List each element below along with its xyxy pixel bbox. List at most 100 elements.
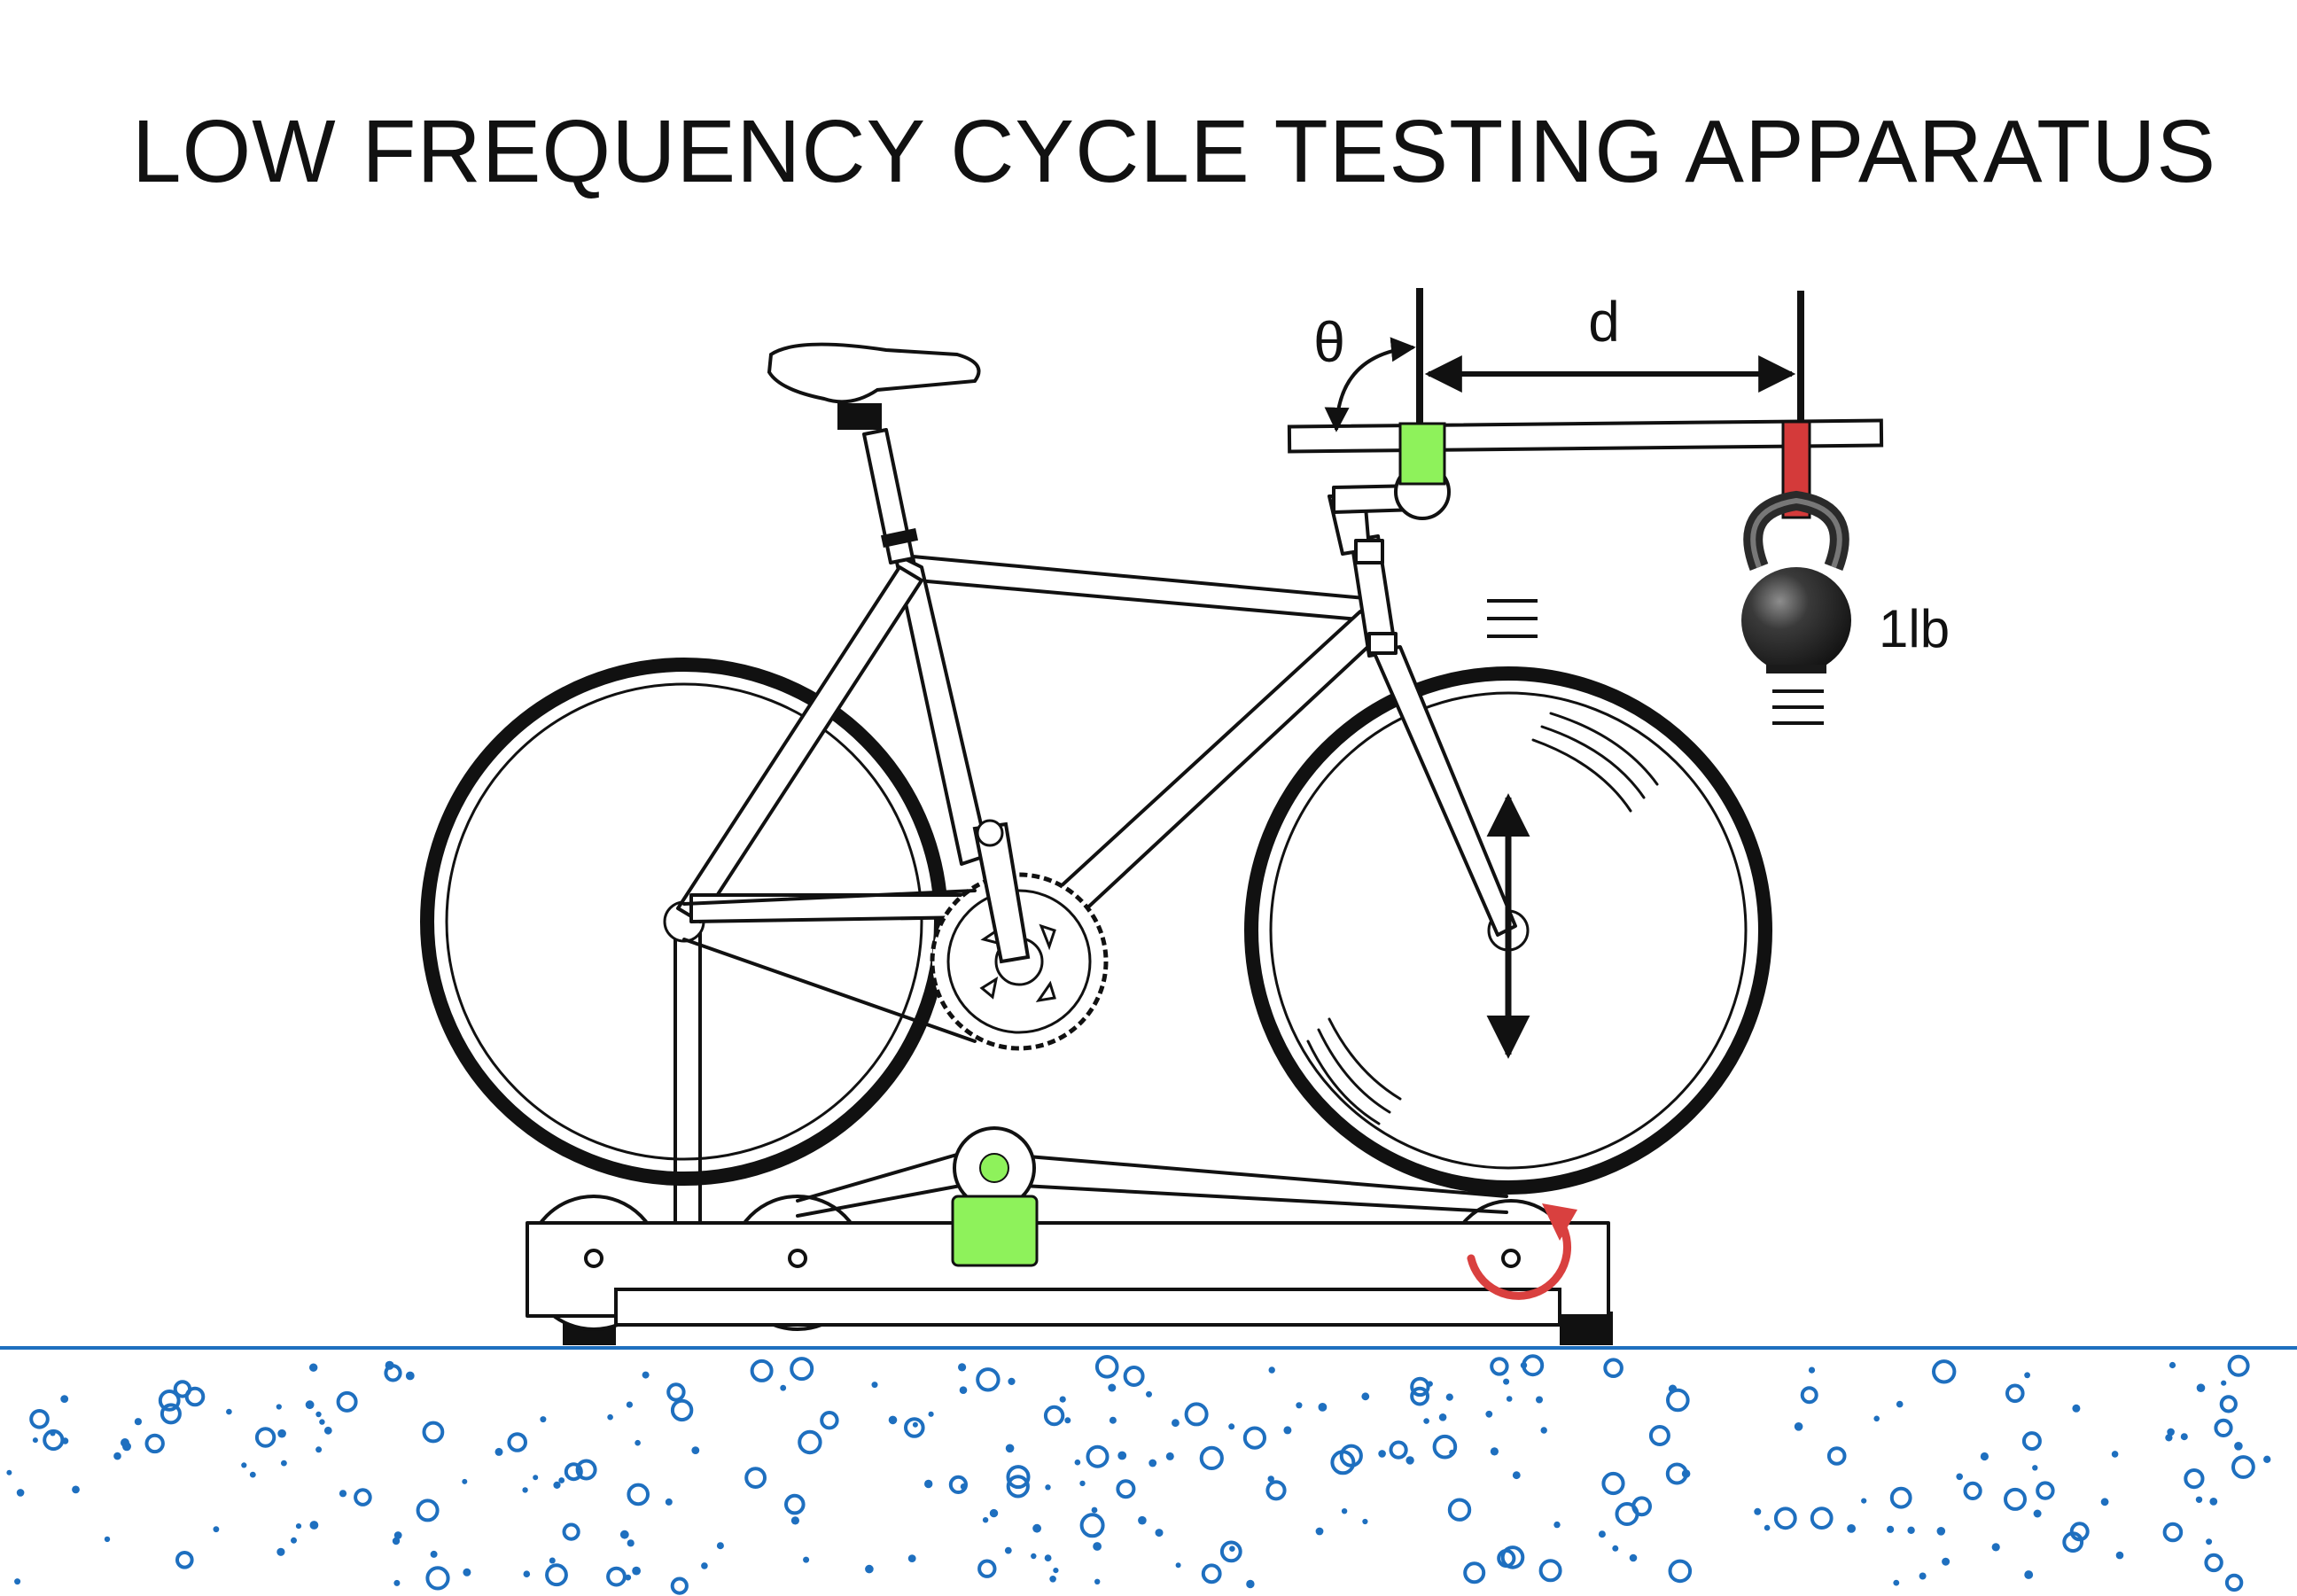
floor-dot [494, 1447, 503, 1456]
floor-ring [175, 1551, 194, 1569]
floor-dot [213, 1526, 220, 1533]
floor-dot [1794, 1422, 1803, 1431]
floor-dot [134, 1418, 142, 1426]
floor-ring [904, 1417, 925, 1438]
floor-ring [1603, 1358, 1623, 1378]
bicycle [420, 342, 1772, 1195]
floor-ring [606, 1566, 627, 1587]
floor-ring [2219, 1395, 2238, 1413]
floor-dot [1980, 1452, 1989, 1461]
floor-dot [1059, 1396, 1066, 1403]
floor-dot [1681, 1469, 1691, 1478]
floor-ring [1123, 1366, 1145, 1387]
floor-ring [1006, 1465, 1031, 1490]
floor-ring [562, 1522, 580, 1541]
floor-dot [691, 1446, 700, 1454]
floor-ring [1201, 1563, 1222, 1584]
floor-dot [1598, 1530, 1606, 1538]
floor-ring [670, 1577, 689, 1595]
floor-dot [1138, 1515, 1147, 1525]
floor-dot [982, 1517, 989, 1523]
floor-ring [1773, 1506, 1797, 1530]
floor-ring [1199, 1445, 1224, 1471]
floor-dot [1956, 1473, 1963, 1481]
floor-ring [173, 1380, 192, 1398]
floor-dot [928, 1411, 934, 1417]
floor-dot [1896, 1400, 1904, 1408]
floor-dot [2169, 1361, 2176, 1369]
floor-dot [627, 1539, 635, 1547]
floor-ring [666, 1382, 686, 1402]
floor-dot [32, 1437, 38, 1444]
floor-dot [72, 1485, 80, 1494]
kettlebell-icon [1741, 490, 1851, 673]
floor-ring [425, 1566, 450, 1591]
floor-dot [249, 1471, 256, 1478]
floor-ring [1447, 1498, 1472, 1522]
floor-dot [1512, 1471, 1521, 1480]
floor-dot [1079, 1480, 1086, 1487]
floor-ring [1330, 1450, 1356, 1475]
floor-dot [309, 1521, 319, 1530]
angle-arc [1324, 337, 1416, 432]
diagram-title: LOW FREQUENCY CYCLE TESTING APPARATUS [132, 102, 2216, 201]
floor-ring [820, 1411, 839, 1430]
floor-ring [2204, 1553, 2223, 1573]
floor-ring [1666, 1388, 1690, 1413]
floor-ring [798, 1429, 822, 1455]
floor-ring [1094, 1355, 1119, 1379]
floor-dot [1449, 1449, 1455, 1456]
floor-dot [632, 1566, 641, 1576]
floor-dot [339, 1490, 347, 1498]
floor-ring [2184, 1468, 2205, 1490]
floor-ring [1932, 1359, 1957, 1384]
floor-dot [430, 1550, 438, 1558]
bike-saddle [767, 342, 981, 430]
floor-dot [635, 1439, 641, 1446]
floor-dot [1165, 1452, 1174, 1460]
floor-dot [1091, 1506, 1098, 1514]
floor-dot [295, 1523, 302, 1530]
floor-dot [1668, 1384, 1678, 1393]
floor-dot [1506, 1396, 1513, 1402]
floor-ring [2004, 1487, 2027, 1511]
floor-ring [1043, 1405, 1065, 1427]
floor-ring [416, 1499, 440, 1522]
floor-dot [2167, 1428, 2175, 1436]
floor-ring [1615, 1502, 1639, 1526]
floor-dot [1117, 1451, 1127, 1460]
floor-dot [2115, 1551, 2124, 1560]
floor-dot [2072, 1404, 2081, 1413]
floor-ring [43, 1429, 65, 1452]
floor-ring [2227, 1354, 2250, 1377]
floor-dot [1361, 1392, 1370, 1401]
floor-dot [522, 1487, 528, 1493]
floor-ring [1265, 1480, 1287, 1501]
angle-label: θ [1313, 310, 1345, 374]
floor-dot [619, 1530, 629, 1539]
floor-dot [113, 1452, 121, 1460]
floor-ring [2069, 1522, 2090, 1542]
floor-ring [977, 1559, 997, 1578]
roller-trainer [526, 915, 1613, 1345]
floor-dot [989, 1508, 999, 1518]
floor-dot [315, 1411, 322, 1418]
floor-ring [1389, 1440, 1408, 1460]
floor-ring [160, 1403, 182, 1425]
floor-dot [1405, 1456, 1414, 1465]
floor-dot [1612, 1545, 1619, 1552]
floor-ring [1497, 1548, 1516, 1569]
floor-dot [1362, 1518, 1368, 1525]
floor-ring [422, 1421, 445, 1444]
floor-ring [336, 1390, 358, 1413]
floor-dot [1754, 1507, 1762, 1515]
floor-texture-dots [6, 1354, 2271, 1595]
floor-dot [1438, 1413, 1447, 1421]
floor-ring [744, 1467, 767, 1489]
floor-dot [393, 1531, 402, 1539]
floor-dot [1942, 1557, 1951, 1566]
floor-dot [912, 1421, 918, 1428]
floor-dot [291, 1537, 297, 1544]
floor-dot [1008, 1377, 1016, 1385]
